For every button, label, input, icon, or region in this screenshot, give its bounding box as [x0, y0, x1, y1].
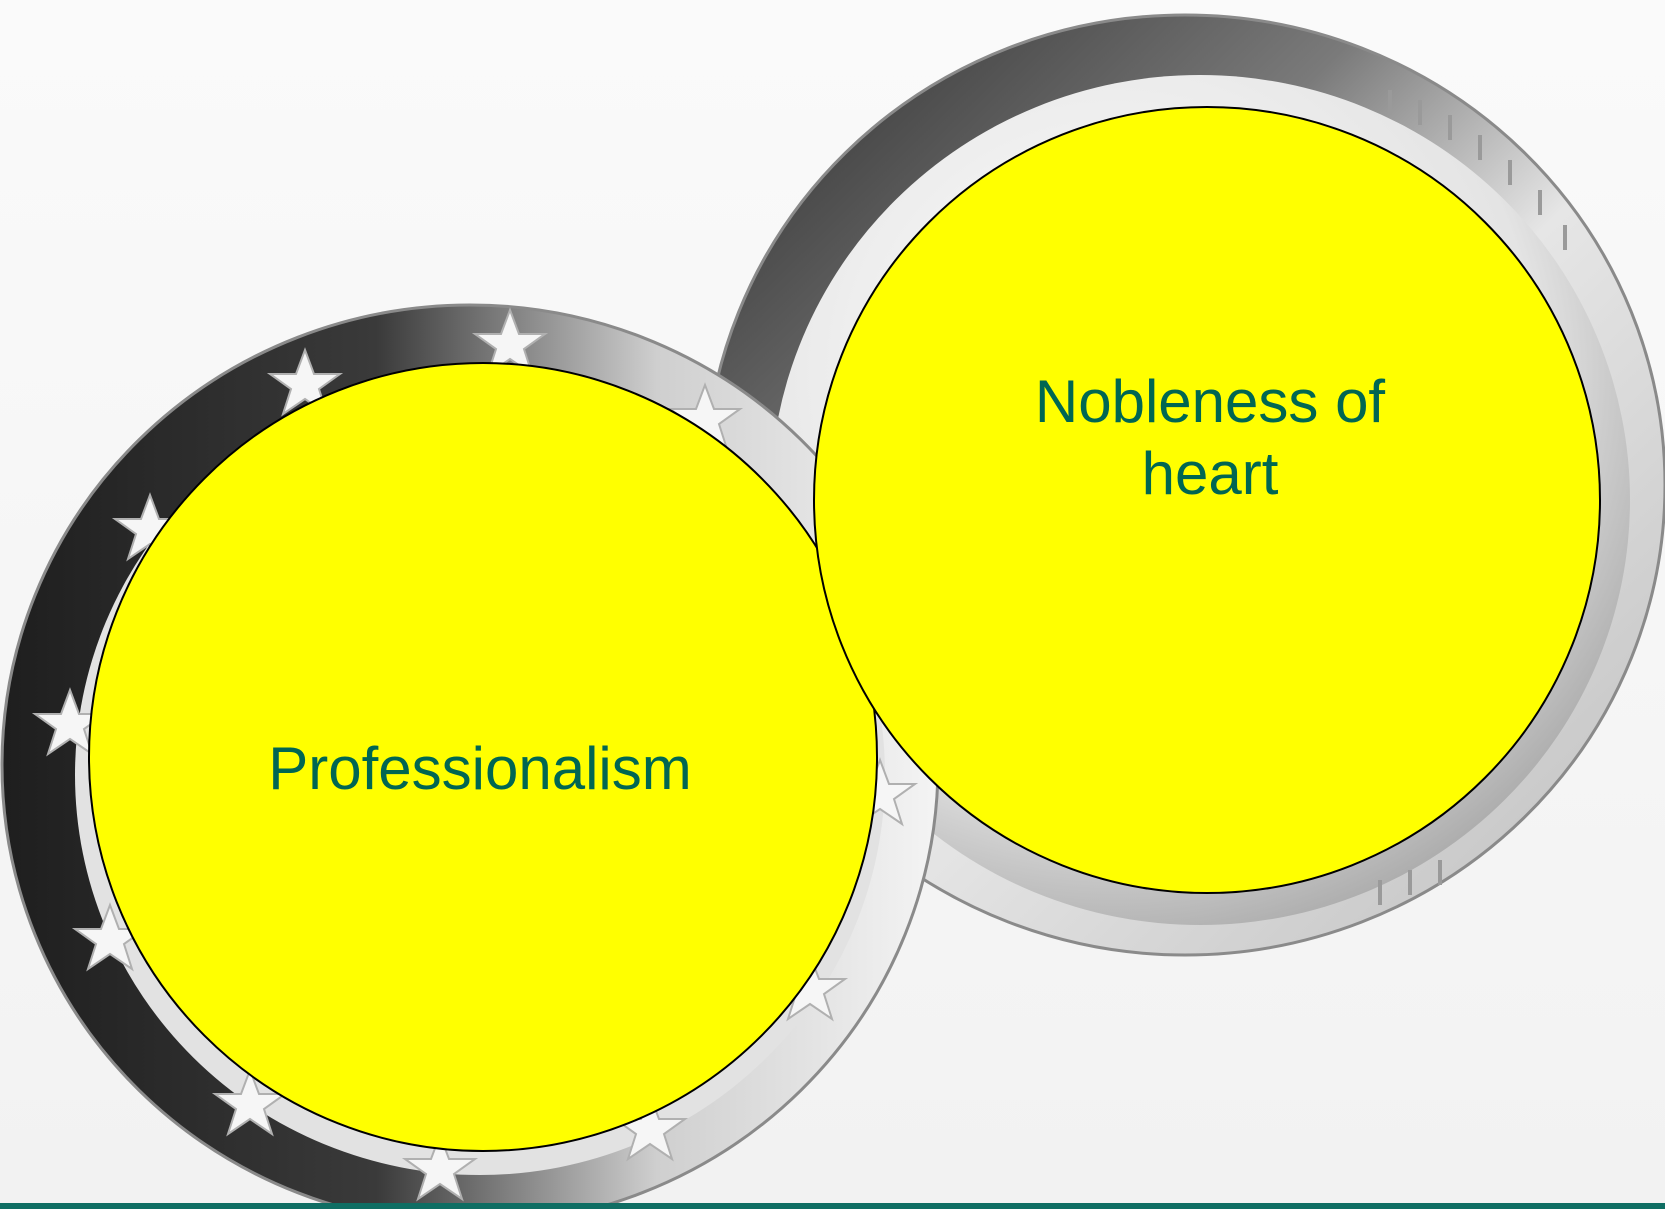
circle-right: [813, 106, 1601, 894]
circle-right-label: Nobleness of heart: [1034, 368, 1386, 507]
star-icon: [211, 1067, 289, 1137]
star-icon: [401, 1132, 479, 1202]
circle-left-label: Professionalism: [268, 735, 692, 802]
circle-left: [88, 362, 878, 1152]
star-icon: [266, 347, 344, 417]
star-icon: [471, 307, 549, 377]
bottom-rule: [0, 1203, 1665, 1209]
